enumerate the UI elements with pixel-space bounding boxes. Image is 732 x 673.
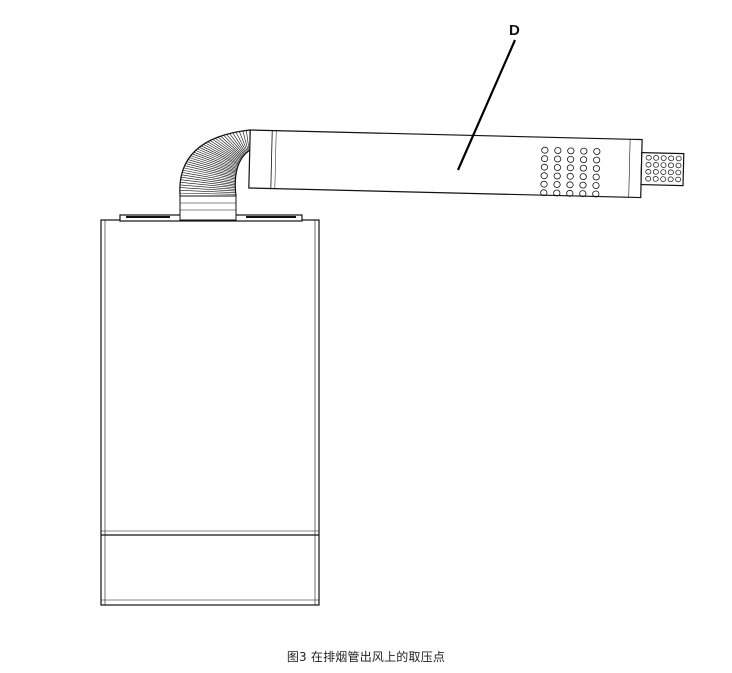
pipe-vent-holes [540,146,601,198]
flue-pipe-body [248,129,643,199]
flue-terminal [640,151,685,187]
boiler-unit [100,214,320,606]
callout-label-d: D [509,22,520,39]
flue-elbow [179,129,251,197]
boiler-casing [100,219,320,606]
flue-pipe [248,129,685,199]
flue-collar [179,195,237,221]
callout-leader-line [456,39,517,171]
terminal-vent-holes [645,154,682,183]
figure-caption: 图3 在排烟管出风上的取压点 [286,650,446,664]
